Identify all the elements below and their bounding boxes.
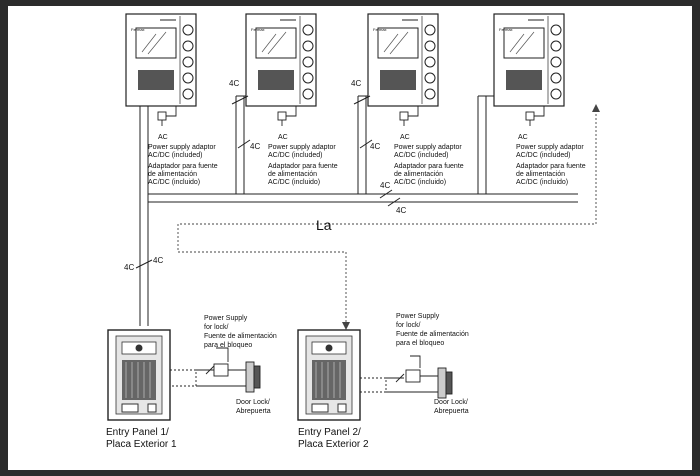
entry-panel-2 (297, 329, 361, 421)
monitor-4-ac: AC (518, 134, 528, 141)
monitor-3-ac: AC (400, 134, 410, 141)
la-line (177, 110, 597, 326)
monitor-4-brand: Fermax (499, 27, 513, 32)
monitor-3-ps-en2: AC/DC (included) (394, 152, 448, 159)
label-4c-riser-1: 4C (124, 263, 134, 272)
panel-2-name-en: Entry Panel 2/ (298, 427, 361, 438)
panel-2-door-1: Door Lock/ (434, 399, 468, 406)
lock-wiring-2 (360, 355, 453, 399)
monitor-4-ps-es: Adaptador para fuente (516, 163, 586, 170)
panel-2-lock-ps-3: Fuente de alimentación (396, 331, 469, 338)
la-arrow-up (592, 104, 600, 112)
monitor-4-ps-es3: AC/DC (incluido) (516, 179, 568, 186)
monitor-2-ac: AC (278, 134, 288, 141)
monitor-2-ps-es3: AC/DC (incluido) (268, 179, 320, 186)
monitor-1-ac: AC (158, 134, 168, 141)
label-4c-riser-2: 4C (153, 256, 163, 265)
label-4c-bus2: 4C (396, 206, 406, 215)
entry-panel-1 (107, 329, 171, 421)
panel-2-lock-ps-4: para el bloqueo (396, 340, 444, 347)
panel-1-name-es: Placa Exterior 1 (106, 439, 177, 450)
lock-wiring-1 (170, 347, 261, 393)
label-4c-drop3: 4C (370, 142, 380, 151)
monitor-2-ps-es: Adaptador para fuente (268, 163, 338, 170)
monitor-4-ps-en: Power supply adaptor (516, 144, 584, 151)
monitor-1-ps-en2: AC/DC (included) (148, 152, 202, 159)
panel-2-lock-ps-2: for lock/ (396, 322, 421, 329)
monitor-3-brand: Fermax (373, 27, 387, 32)
monitor-2-ps-en: Power supply adaptor (268, 144, 336, 151)
panel-1-door-2: Abrepuerta (236, 408, 271, 415)
la-arrow-down (342, 322, 350, 330)
panel-1-lock-ps-3: Fuente de alimentación (204, 333, 277, 340)
label-4c-m2: 4C (229, 79, 239, 88)
panel-1-lock-ps-1: Power Supply (204, 315, 248, 322)
monitor-1-brand: Fermax (131, 27, 145, 32)
bus-wiring (135, 95, 578, 326)
monitor-1-ps-es3: AC/DC (incluido) (148, 179, 200, 186)
monitor-4-ps-es2: de alimentación (516, 171, 565, 178)
monitor-2-ps-es2: de alimentación (268, 171, 317, 178)
monitor-2-ps-en2: AC/DC (included) (268, 152, 322, 159)
monitor-1-ps-es: Adaptador para fuente (148, 163, 218, 170)
panel-1-name-en: Entry Panel 1/ (106, 427, 169, 438)
monitor-2-brand: Fermax (251, 27, 265, 32)
panel-1-door-1: Door Lock/ (236, 399, 270, 406)
label-4c-m3: 4C (351, 79, 361, 88)
monitor-3-ps-es2: de alimentación (394, 171, 443, 178)
label-4c-bus1: 4C (380, 181, 390, 190)
panel-2-door-2: Abrepuerta (434, 408, 469, 415)
panel-1-lock-ps-2: for lock/ (204, 324, 229, 331)
label-la: La (316, 217, 332, 233)
monitor-3-ps-en: Power supply adaptor (394, 144, 462, 151)
label-4c-drop2: 4C (250, 142, 260, 151)
monitor-4-ps-en2: AC/DC (included) (516, 152, 570, 159)
panel-2-name-es: Placa Exterior 2 (298, 439, 369, 450)
power-adaptors (157, 106, 545, 126)
panel-2-lock-ps-1: Power Supply (396, 313, 440, 320)
monitor-1-ps-en: Power supply adaptor (148, 144, 216, 151)
monitor-3-ps-es: Adaptador para fuente (394, 163, 464, 170)
panel-1-lock-ps-4: para el bloqueo (204, 342, 252, 349)
monitor-3-ps-es3: AC/DC (incluido) (394, 179, 446, 186)
monitor-1-ps-es2: de alimentación (148, 171, 197, 178)
